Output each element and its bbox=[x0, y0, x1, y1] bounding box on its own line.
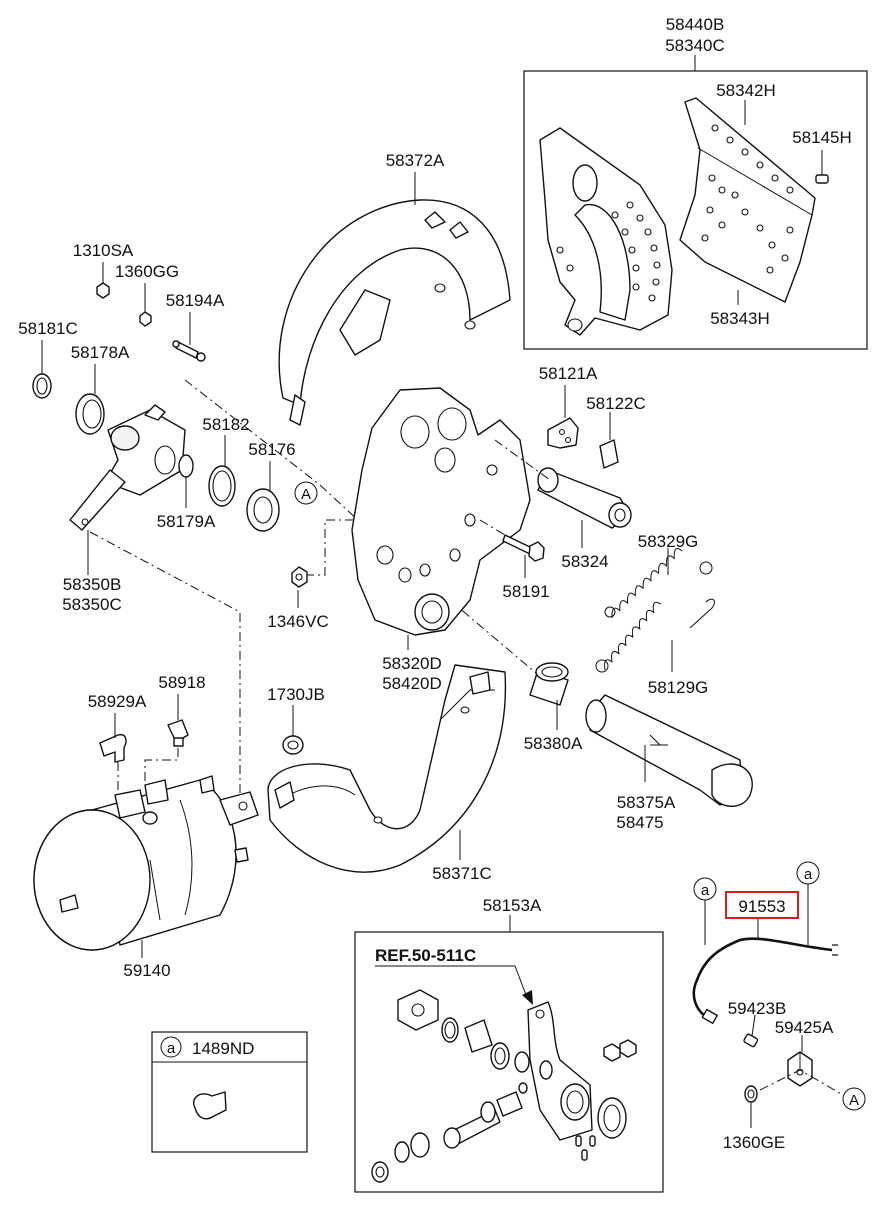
plate-58121a[interactable] bbox=[547, 417, 579, 449]
bushing-58380a[interactable] bbox=[529, 662, 569, 706]
svg-text:a: a bbox=[167, 1040, 176, 1057]
washer-58181c[interactable] bbox=[32, 373, 52, 399]
ref-marker-a-lower: A bbox=[842, 1087, 866, 1111]
part-label-58420d[interactable]: 58420D bbox=[382, 674, 442, 693]
part-label-1489nd[interactable]: 1489ND bbox=[192, 1039, 254, 1058]
svg-text:a: a bbox=[804, 866, 813, 883]
clip-58122c[interactable] bbox=[599, 439, 619, 469]
lining-rivet-58145h[interactable] bbox=[815, 150, 829, 184]
brake-shoe-box bbox=[523, 55, 868, 350]
brake-lining[interactable] bbox=[679, 97, 816, 303]
part-label-58440b[interactable]: 58440B bbox=[666, 15, 725, 34]
svg-text:A: A bbox=[849, 1092, 859, 1109]
camshaft-58375a[interactable] bbox=[585, 694, 753, 807]
sensor-cable-91553[interactable] bbox=[692, 937, 838, 1025]
part-label-58181c[interactable]: 58181C bbox=[18, 319, 78, 338]
part-label-58350b[interactable]: 58350B bbox=[63, 575, 122, 594]
part-label-58343h[interactable]: 58343H bbox=[710, 309, 770, 328]
washer-1360ge[interactable] bbox=[744, 1085, 758, 1103]
bolt-58191[interactable] bbox=[502, 534, 545, 562]
camshaft-bracket-58350b[interactable] bbox=[69, 404, 186, 531]
part-label-58340c[interactable]: 58340C bbox=[665, 36, 725, 55]
fitting-58918[interactable] bbox=[167, 719, 189, 747]
part-label-91553[interactable]: 91553 bbox=[738, 897, 785, 916]
clamp-block-59425a[interactable] bbox=[787, 1051, 813, 1087]
part-label-58929a[interactable]: 58929A bbox=[88, 692, 147, 711]
ref-marker-a-center: A bbox=[294, 481, 318, 505]
part-label-58342h[interactable]: 58342H bbox=[716, 81, 776, 100]
part-label-58182[interactable]: 58182 bbox=[202, 415, 249, 434]
spring-58329g[interactable] bbox=[597, 547, 713, 619]
brake-shoe[interactable] bbox=[539, 127, 673, 336]
part-label-58145h[interactable]: 58145H bbox=[792, 128, 852, 147]
dust-shield-lower[interactable] bbox=[267, 664, 507, 873]
ring-58179a[interactable] bbox=[178, 454, 194, 478]
slack-adjuster-parts[interactable] bbox=[371, 989, 637, 1183]
ref-label[interactable]: REF.50-511C bbox=[375, 946, 476, 965]
part-label-59140[interactable]: 59140 bbox=[123, 961, 170, 980]
dust-shield-upper[interactable] bbox=[278, 199, 511, 426]
nut-1346vc[interactable] bbox=[291, 566, 308, 588]
part-label-59423b[interactable]: 59423B bbox=[728, 999, 787, 1018]
part-label-58375a[interactable]: 58375A bbox=[617, 793, 676, 812]
assembly-line-camshaft bbox=[184, 379, 551, 686]
brake-spider-58320d[interactable] bbox=[351, 387, 531, 636]
ref-marker-a-right: a bbox=[796, 861, 820, 885]
part-label-58324[interactable]: 58324 bbox=[561, 552, 608, 571]
brake-chamber-59140[interactable] bbox=[33, 775, 259, 951]
part-label-58372a[interactable]: 58372A bbox=[386, 151, 445, 170]
part-label-58350c[interactable]: 58350C bbox=[62, 595, 122, 614]
clip-detail-box: a bbox=[151, 1031, 308, 1153]
part-label-58475[interactable]: 58475 bbox=[616, 813, 663, 832]
washer-58176[interactable] bbox=[246, 488, 280, 532]
part-label-58176[interactable]: 58176 bbox=[248, 440, 295, 459]
part-label-58122c[interactable]: 58122C bbox=[586, 394, 646, 413]
part-label-59425a[interactable]: 59425A bbox=[775, 1018, 834, 1037]
part-label-1360gg[interactable]: 1360GG bbox=[115, 262, 179, 281]
part-label-58194a[interactable]: 58194A bbox=[166, 291, 225, 310]
ref-marker-a-upper: a bbox=[693, 877, 717, 901]
snap-ring-58182[interactable] bbox=[208, 465, 236, 507]
grease-fitting-58194a[interactable] bbox=[172, 340, 206, 362]
part-label-58918[interactable]: 58918 bbox=[158, 673, 205, 692]
part-label-58121a[interactable]: 58121A bbox=[539, 364, 598, 383]
part-label-58178a[interactable]: 58178A bbox=[71, 343, 130, 362]
seal-58178a[interactable] bbox=[75, 393, 105, 435]
part-label-58380a[interactable]: 58380A bbox=[524, 734, 583, 753]
nut-1360gg[interactable] bbox=[139, 311, 152, 327]
slack-adjuster-box bbox=[354, 915, 664, 1193]
spring-58129g[interactable] bbox=[588, 598, 715, 673]
part-label-1360ge[interactable]: 1360GE bbox=[723, 1133, 785, 1152]
part-label-58371c[interactable]: 58371C bbox=[432, 864, 492, 883]
svg-text:a: a bbox=[701, 882, 710, 899]
anchor-pin-58324[interactable] bbox=[537, 467, 632, 529]
part-label-1346vc[interactable]: 1346VC bbox=[267, 612, 328, 631]
bolt-1310sa[interactable] bbox=[96, 282, 110, 299]
part-label-highlight-91553 bbox=[725, 891, 799, 919]
part-label-58129g[interactable]: 58129G bbox=[648, 678, 709, 697]
part-label-58191[interactable]: 58191 bbox=[502, 582, 549, 601]
part-label-58329g[interactable]: 58329G bbox=[638, 532, 699, 551]
part-label-1730jb[interactable]: 1730JB bbox=[267, 685, 325, 704]
part-label-58179a[interactable]: 58179A bbox=[157, 512, 216, 531]
grommet-59423b[interactable] bbox=[743, 1033, 759, 1048]
part-label-58153a[interactable]: 58153A bbox=[483, 896, 542, 915]
clip-1489nd bbox=[193, 1091, 227, 1120]
elbow-fitting-58929a[interactable] bbox=[99, 733, 127, 763]
plug-1730jb[interactable] bbox=[282, 735, 304, 755]
shoe-rivet-holes bbox=[556, 201, 661, 302]
part-label-1310sa[interactable]: 1310SA bbox=[73, 241, 134, 260]
part-label-58320d[interactable]: 58320D bbox=[382, 654, 442, 673]
svg-text:A: A bbox=[301, 486, 311, 503]
lining-rivet-holes bbox=[701, 124, 794, 274]
